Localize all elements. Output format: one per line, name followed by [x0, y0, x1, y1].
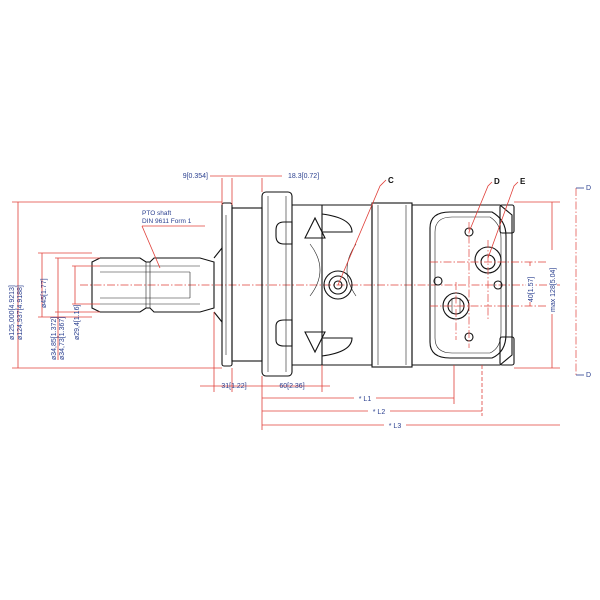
shaft-outer-diameter: ø45[1.77]: [41, 278, 48, 308]
top-dimensions: 9[0.354] 18.3[0.72]: [183, 173, 319, 205]
callouts: C D E: [337, 176, 526, 286]
pilot-diameter-max: ø125,000[4.9213]: [9, 285, 16, 340]
spline-root-diameter: ø29,4[1.16]: [74, 305, 81, 340]
pilot-diameter-min: ø124,937[4.9188]: [17, 285, 24, 340]
spline-diameter-max: ø34,85[1.372]: [51, 317, 58, 360]
callout-e: E: [520, 177, 526, 186]
pto-shaft-label: PTO shaft: [142, 210, 171, 217]
pto-shaft-note: PTO shaft DIN 9611 Form 1: [141, 210, 205, 269]
flange-thickness-dimension: 9[0.354]: [183, 173, 208, 180]
callout-c: C: [388, 176, 394, 185]
housing-length-dimension: 60[2.36]: [279, 383, 304, 390]
port-spacing-dimension: 40[1.57]: [528, 277, 535, 302]
max-height-dimension: max 128[5.04]: [550, 268, 557, 312]
section-marker-top: D: [586, 185, 591, 192]
right-dimensions: max 128[5.04] 40[1.57] D D: [514, 185, 591, 379]
pto-din-label: DIN 9611 Form 1: [142, 218, 192, 225]
bottom-dimensions: 31[1.22] 60[2.36] * L1 * L2 * L3: [200, 312, 560, 430]
section-marker-bottom: D: [586, 372, 591, 379]
spline-diameter-min: ø34,73[1.367]: [59, 317, 66, 360]
l1-dimension: * L1: [359, 396, 372, 403]
l3-dimension: * L3: [389, 423, 402, 430]
mounting-flange: [221, 191, 293, 377]
flange-offset-dimension: 18.3[0.72]: [288, 173, 319, 180]
shaft-length-dimension: 31[1.22]: [221, 383, 246, 390]
l2-dimension: * L2: [373, 409, 386, 416]
left-dimensions: ø125,000[4.9213] ø124,937[4.9188] ø45[1.…: [9, 201, 222, 369]
callout-d: D: [494, 177, 500, 186]
